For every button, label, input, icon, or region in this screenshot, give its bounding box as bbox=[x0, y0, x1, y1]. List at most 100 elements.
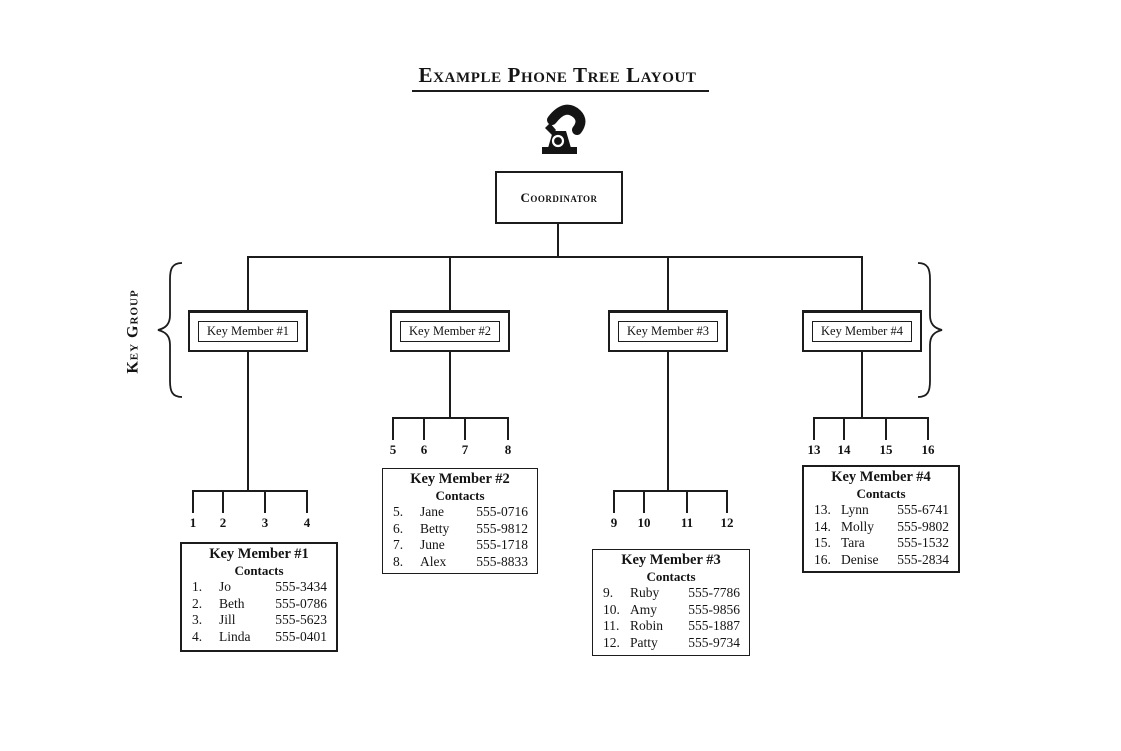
contacts-subtitle: Contacts bbox=[234, 563, 284, 578]
contacts-box-member2: Key Member #2 Contacts 5. Jane 555-0716 … bbox=[382, 468, 538, 574]
contact-number: 1. bbox=[192, 579, 203, 594]
fork-tick bbox=[423, 417, 425, 440]
contact-number: 13. bbox=[814, 502, 831, 517]
fork-tick bbox=[392, 417, 394, 440]
contact-name: June bbox=[420, 537, 445, 552]
branch-number: 8 bbox=[504, 442, 512, 457]
fork-tick bbox=[264, 490, 266, 513]
contact-row: 8. Alex 555-8833 bbox=[393, 554, 528, 571]
branch-number: 16 bbox=[921, 442, 935, 457]
branch-number: 3 bbox=[261, 515, 269, 530]
phone-icon bbox=[541, 104, 585, 154]
page-title-row: Example Phone Tree Layout bbox=[0, 63, 1121, 92]
contacts-title: Key Member #4 bbox=[831, 469, 931, 485]
contact-phone: 555-9812 bbox=[476, 520, 528, 536]
key-member-4-box: Key Member #4 bbox=[802, 310, 922, 352]
fork-tick bbox=[643, 490, 645, 513]
fork-tick bbox=[507, 417, 509, 440]
contact-row: 14. Molly 555-9802 bbox=[814, 519, 949, 536]
branch-number: 10 bbox=[637, 515, 651, 530]
contacts-subtitle: Contacts bbox=[435, 488, 485, 503]
contact-row: 11. Robin 555-1887 bbox=[603, 618, 740, 635]
contact-phone: 555-6741 bbox=[897, 502, 949, 517]
fork-line-member1 bbox=[192, 490, 308, 492]
fork-tick bbox=[686, 490, 688, 513]
branch-number: 13 bbox=[807, 442, 821, 457]
contacts-title: Key Member #3 bbox=[621, 552, 721, 568]
contact-number: 16. bbox=[814, 551, 831, 567]
contact-phone: 555-0401 bbox=[275, 628, 327, 644]
drop-line-member2 bbox=[449, 256, 451, 310]
contact-row: 13. Lynn 555-6741 bbox=[814, 502, 949, 519]
fork-tick bbox=[192, 490, 194, 513]
stem-line-member2 bbox=[449, 352, 451, 417]
fork-tick bbox=[613, 490, 615, 513]
coordinator-label: Coordinator bbox=[520, 189, 598, 205]
fork-line-member3 bbox=[613, 490, 728, 492]
contact-name: Jo bbox=[219, 579, 232, 594]
contact-name: Patty bbox=[630, 634, 658, 650]
contact-name: Alex bbox=[420, 553, 447, 569]
contact-phone: 555-8833 bbox=[476, 553, 528, 569]
contact-name: Jane bbox=[420, 504, 444, 519]
contacts-box-member1: Key Member #1 Contacts 1. Jo 555-3434 2.… bbox=[180, 542, 338, 652]
branch-number: 9 bbox=[610, 515, 618, 530]
contact-phone: 555-1887 bbox=[688, 618, 740, 633]
branch-number: 6 bbox=[420, 442, 428, 457]
contact-number: 10. bbox=[603, 601, 620, 617]
branch-number: 4 bbox=[303, 515, 311, 530]
stem-line-member1 bbox=[247, 352, 249, 490]
key-member-2-box: Key Member #2 bbox=[390, 310, 510, 352]
contact-name: Beth bbox=[219, 595, 245, 611]
coordinator-stem-line bbox=[557, 224, 559, 258]
contact-name: Denise bbox=[841, 551, 879, 567]
contact-name: Lynn bbox=[841, 502, 869, 517]
branch-number: 7 bbox=[461, 442, 469, 457]
drop-line-member3 bbox=[667, 256, 669, 310]
branch-number: 5 bbox=[389, 442, 397, 457]
fork-tick bbox=[927, 417, 929, 440]
contact-row: 4. Linda 555-0401 bbox=[192, 629, 327, 646]
contact-name: Amy bbox=[630, 601, 657, 617]
contact-phone: 555-9856 bbox=[688, 601, 740, 617]
contact-name: Linda bbox=[219, 628, 251, 644]
fork-line-member2 bbox=[392, 417, 509, 419]
contact-row: 9. Ruby 555-7786 bbox=[603, 585, 740, 602]
left-brace bbox=[157, 262, 183, 398]
contact-phone: 555-2834 bbox=[897, 551, 949, 567]
contact-number: 8. bbox=[393, 553, 404, 569]
contact-name: Robin bbox=[630, 618, 664, 633]
page-title: Example Phone Tree Layout bbox=[412, 63, 709, 92]
contact-row: 2. Beth 555-0786 bbox=[192, 596, 327, 613]
contacts-box-member4: Key Member #4 Contacts 13. Lynn 555-6741… bbox=[802, 465, 960, 573]
contact-number: 6. bbox=[393, 520, 404, 536]
stem-line-member4 bbox=[861, 352, 863, 417]
contact-number: 3. bbox=[192, 612, 203, 627]
contact-name: Tara bbox=[841, 535, 865, 550]
contact-number: 11. bbox=[603, 618, 620, 633]
contact-phone: 555-3434 bbox=[275, 579, 327, 594]
contact-phone: 555-9734 bbox=[688, 634, 740, 650]
contact-phone: 555-0786 bbox=[275, 595, 327, 611]
key-member-1-label: Key Member #1 bbox=[198, 321, 298, 342]
fork-tick bbox=[306, 490, 308, 513]
contact-row: 7. June 555-1718 bbox=[393, 537, 528, 554]
branch-number: 12 bbox=[720, 515, 734, 530]
fork-tick bbox=[885, 417, 887, 440]
key-member-2-label: Key Member #2 bbox=[400, 321, 500, 342]
contact-number: 5. bbox=[393, 504, 404, 519]
contact-number: 12. bbox=[603, 634, 620, 650]
key-member-3-box: Key Member #3 bbox=[608, 310, 728, 352]
contact-row: 10. Amy 555-9856 bbox=[603, 602, 740, 619]
key-member-4-label: Key Member #4 bbox=[812, 321, 912, 342]
contact-phone: 555-5623 bbox=[275, 612, 327, 627]
contact-number: 9. bbox=[603, 585, 614, 600]
contacts-subtitle: Contacts bbox=[646, 569, 696, 584]
main-connector-line bbox=[247, 256, 863, 258]
contact-row: 12. Patty 555-9734 bbox=[603, 635, 740, 652]
stem-line-member3 bbox=[667, 352, 669, 490]
contact-phone: 555-9802 bbox=[897, 518, 949, 534]
branch-number: 1 bbox=[189, 515, 197, 530]
fork-tick bbox=[813, 417, 815, 440]
